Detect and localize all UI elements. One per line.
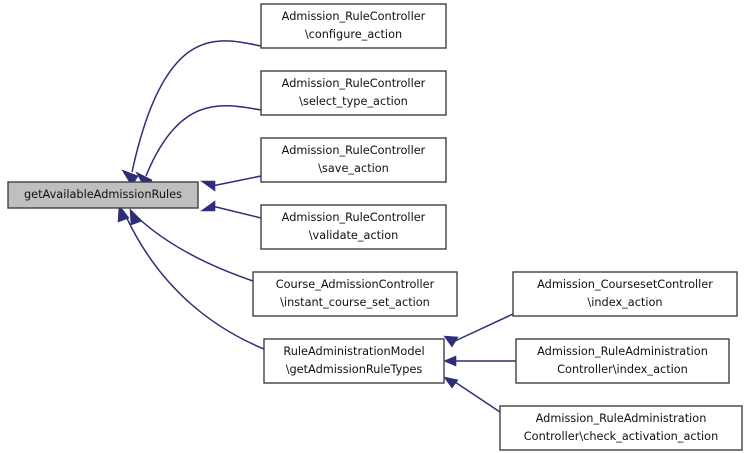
node-box[interactable] — [260, 70, 447, 116]
edge-select-type-to-center-line — [145, 105, 262, 177]
node-box[interactable] — [260, 137, 447, 183]
edge-validate-to-center — [200, 200, 262, 219]
graph-node-course-admissioncontroller-instant-course-set-action[interactable]: Course_AdmissionController\instant_cours… — [252, 271, 458, 317]
graph-node-ruleadministrationmodel-get-admission-rule-types[interactable]: RuleAdministrationModel\getAdmissionRule… — [263, 338, 445, 384]
edge-instant-course-set-to-center — [129, 208, 254, 282]
edge-instant-course-set-to-center-line — [135, 215, 254, 282]
edge-rule-admin-model-to-center-line — [123, 211, 265, 350]
node-box[interactable] — [512, 271, 738, 317]
edge-configure-to-center — [121, 40, 262, 187]
edge-instant-course-set-to-center-arrowhead-icon — [129, 208, 143, 226]
edge-ruleadmin-index-to-rule-admin-model-arrowhead-icon — [443, 355, 457, 367]
edge-courseset-index-to-rule-admin-model-line — [454, 313, 514, 342]
edge-courseset-index-to-rule-admin-model — [443, 313, 514, 348]
graph-node-get-available-admission-rules[interactable]: getAvailableAdmissionRules — [7, 181, 199, 209]
graph-node-admission-rulecontroller-save-action[interactable]: Admission_RuleController\save_action — [260, 137, 447, 183]
edge-rule-admin-model-to-center-arrowhead-icon — [117, 204, 130, 223]
edge-ruleadmin-index-to-rule-admin-model — [443, 355, 516, 367]
node-box[interactable] — [260, 204, 447, 250]
edge-save-to-center-arrowhead-icon — [200, 180, 216, 192]
edge-validate-to-center-arrowhead-icon — [200, 200, 216, 212]
graph-node-admission-ruleadministrationcontroller-check-activation-action[interactable]: Admission_RuleAdministrationController\c… — [499, 405, 743, 451]
node-box[interactable] — [263, 338, 445, 384]
edges-layer — [117, 40, 516, 413]
node-box[interactable] — [515, 338, 730, 384]
node-box[interactable] — [252, 271, 458, 317]
edge-validate-to-center-line — [211, 205, 262, 219]
graph-node-admission-rulecontroller-validate-action[interactable]: Admission_RuleController\validate_action — [260, 204, 447, 250]
node-box[interactable] — [499, 405, 743, 451]
node-box[interactable] — [260, 3, 447, 49]
edge-save-to-center-line — [211, 175, 262, 187]
edge-configure-to-center-line — [131, 40, 262, 173]
graph-node-admission-rulecontroller-configure-action[interactable]: Admission_RuleController\configure_actio… — [260, 3, 447, 49]
edge-rule-admin-model-to-center — [117, 204, 265, 350]
edge-ruleadmin-check-activation-to-rule-admin-model-arrowhead-icon — [443, 376, 459, 389]
edge-courseset-index-to-rule-admin-model-arrowhead-icon — [443, 335, 459, 348]
graph-node-admission-rulecontroller-select-type-action[interactable]: Admission_RuleController\select_type_act… — [260, 70, 447, 116]
graph-node-admission-ruleadministrationcontroller-index-action[interactable]: Admission_RuleAdministrationController\i… — [515, 338, 730, 384]
edge-save-to-center — [200, 175, 262, 192]
edge-ruleadmin-check-activation-to-rule-admin-model-line — [454, 381, 501, 413]
edge-ruleadmin-check-activation-to-rule-admin-model — [443, 376, 501, 413]
edge-select-type-to-center — [135, 105, 262, 191]
graph-node-admission-coursesetcontroller-index-action[interactable]: Admission_CoursesetController\index_acti… — [512, 271, 738, 317]
node-box[interactable] — [7, 181, 199, 209]
nodes-layer: getAvailableAdmissionRulesAdmission_Rule… — [7, 3, 743, 451]
